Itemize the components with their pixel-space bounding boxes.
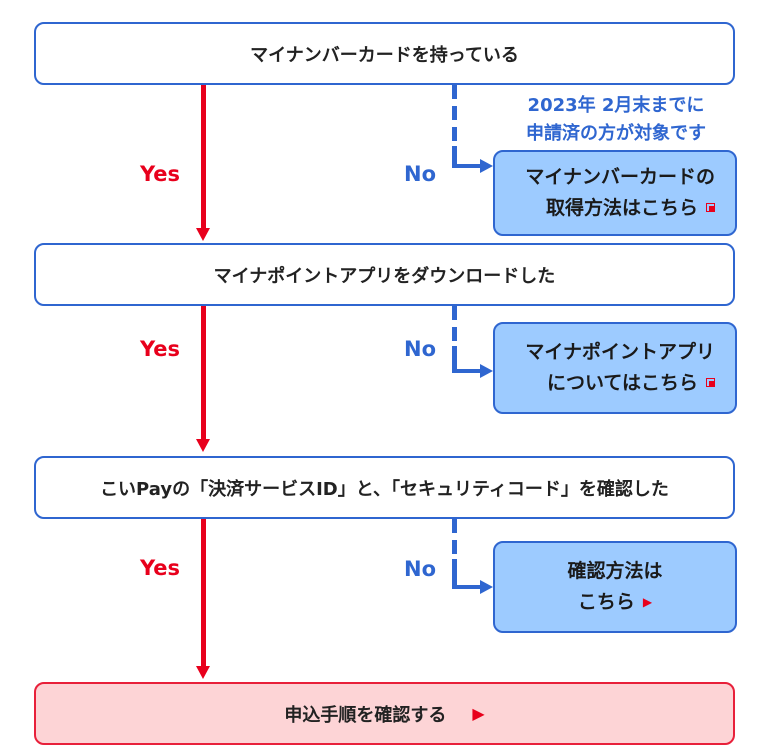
no-arrow-head [480,364,493,378]
question-box-mynapoint-app: マイナポイントアプリをダウンロードした [34,243,735,306]
no-arrow-stem [452,146,457,168]
no-arrow-line [452,164,482,168]
yes-label: Yes [140,556,181,580]
yes-arrow-line [201,519,206,668]
no-dashed-line [452,85,457,148]
external-link-icon [706,378,715,387]
yes-arrow-head [196,439,210,452]
no-arrow-line [452,585,482,589]
no-arrow-line [452,369,482,373]
no-label: No [404,557,437,581]
no-arrow-stem [452,346,457,372]
link-line: マイナポイントアプリ [525,341,715,363]
link-line: マイナンバーカードの [525,166,715,188]
no-arrow-head [480,580,493,594]
no-label: No [404,162,437,186]
link-line: 取得方法はこちら [546,193,715,224]
play-arrow-icon: ▶ [472,704,485,723]
question-text: マイナンバーカードを持っている [250,44,519,66]
question-text: マイナポイントアプリをダウンロードした [213,265,556,287]
final-label: 申込手順を確認する [284,704,447,726]
eligibility-note: 2023年 2月末までに 申請済の方が対象です [498,92,734,148]
yes-arrow-line [201,306,206,441]
mynapoint-app-info-link[interactable]: マイナポイントアプリ についてはこちら [493,322,737,414]
mynumber-card-guide-link[interactable]: マイナンバーカードの 取得方法はこちら [493,150,737,236]
note-line: 申請済の方が対象です [526,123,706,144]
link-line: についてはこちら [547,368,715,399]
no-dashed-line [452,519,457,561]
no-label: No [404,337,437,361]
yes-label: Yes [140,337,181,361]
yes-arrow-head [196,228,210,241]
external-link-icon [706,203,715,212]
yes-arrow-head [196,666,210,679]
play-arrow-icon: ▶ [642,595,653,609]
question-box-payment-id: こいPayの「決済サービスID」と、「セキュリティコード」を確認した [34,456,735,519]
yes-label: Yes [140,162,181,186]
no-arrow-stem [452,559,457,588]
application-procedure-button[interactable]: 申込手順を確認する ▶ [34,682,735,745]
yes-arrow-line [201,85,206,230]
question-text: こいPayの「決済サービスID」と、「セキュリティコード」を確認した [100,478,669,500]
question-box-mynumber-card: マイナンバーカードを持っている [34,22,735,85]
no-arrow-head [480,159,493,173]
note-line: 2023年 2月末までに [527,95,705,116]
link-line: 確認方法は [567,560,663,582]
confirm-method-link[interactable]: 確認方法は こちら▶ [493,541,737,633]
link-line: こちら▶ [577,591,653,613]
no-dashed-line [452,306,457,348]
